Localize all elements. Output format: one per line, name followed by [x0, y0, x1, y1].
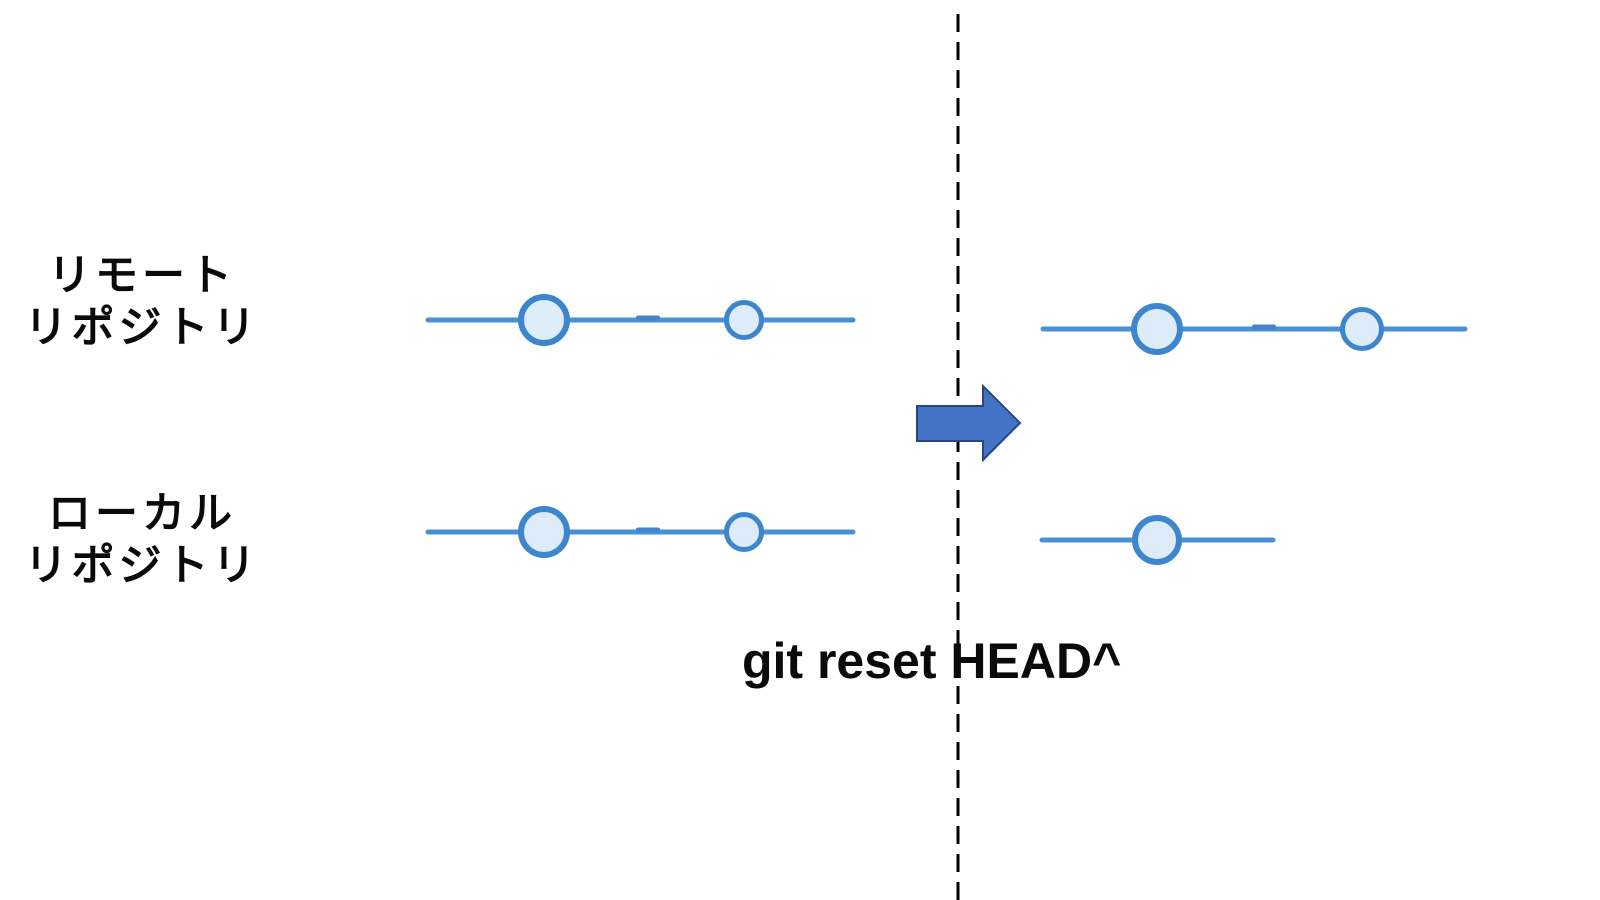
local-before-commit-node-1: [518, 506, 570, 558]
remote-after-commit-node-2: [1340, 307, 1384, 351]
remote-before-commit-node-2: [724, 300, 764, 340]
remote-repo-label-line2: リポジトリ: [24, 304, 260, 352]
local-after-commit-node-1: [1132, 515, 1182, 565]
remote-repo-label-line1: リモート: [48, 252, 236, 300]
remote-before-line-joint: [636, 315, 660, 321]
remote-before-commit-node-1: [518, 294, 570, 346]
local-repo-label-line1: ローカル: [48, 490, 236, 538]
transition-arrow: [916, 383, 1022, 463]
remote-repo-label: リモート リポジトリ: [22, 250, 262, 354]
local-before-commit-node-2: [724, 512, 764, 552]
git-command-caption: git reset HEAD^: [742, 633, 1122, 689]
remote-after-line-joint: [1252, 324, 1276, 330]
local-before-line-joint: [636, 527, 660, 533]
local-repo-label: ローカル リポジトリ: [22, 488, 262, 592]
remote-after-commit-node-1: [1131, 303, 1183, 355]
local-repo-label-line2: リポジトリ: [24, 542, 260, 590]
